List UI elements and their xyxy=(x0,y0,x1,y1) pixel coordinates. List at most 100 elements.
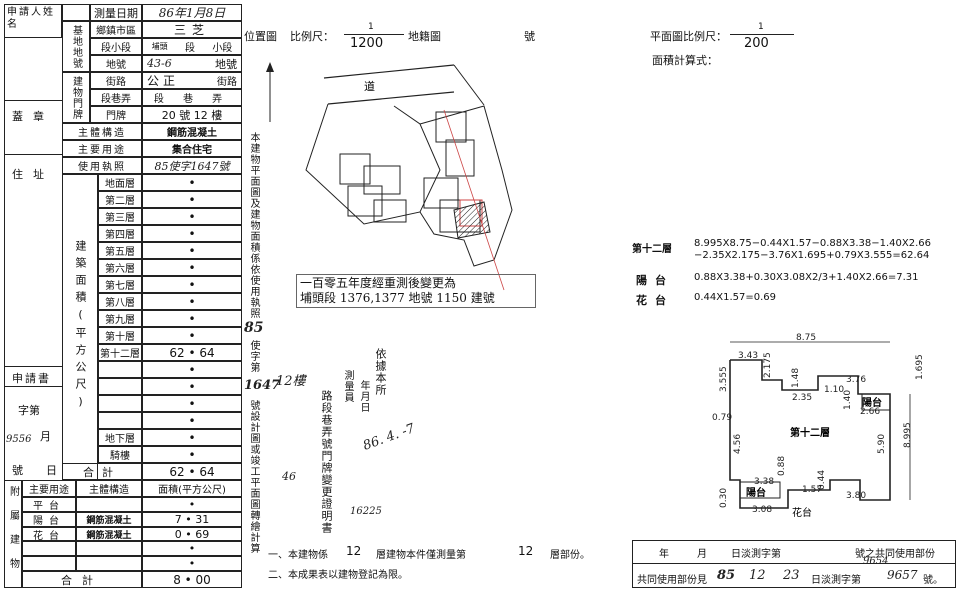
shared-end: 號。 xyxy=(923,575,943,586)
address-label: 住址 xyxy=(12,168,54,181)
dim-3555: 3.555 xyxy=(719,366,729,392)
remeasure-line2: 埔頭段 1376,1377 地號 1150 建號 xyxy=(300,291,495,305)
footer-note1-floor: 12 xyxy=(518,544,534,558)
street-suffix: 街路 xyxy=(217,77,237,88)
floor-row-name: 第五層 xyxy=(98,242,142,259)
annex-row-use: 平台 xyxy=(22,497,76,512)
main-use-value: 集合住宅 xyxy=(172,145,212,156)
lane-value-cell: 段 巷 弄 xyxy=(142,89,242,106)
vertical-note-license-mid: 使字第 xyxy=(248,340,259,373)
floor-row-value: • xyxy=(142,310,242,327)
street-label: 街路 xyxy=(106,77,126,88)
street-label-cell: 街路 xyxy=(90,72,142,89)
seal-label: 蓋章 xyxy=(12,110,54,123)
area-calc-label: 面積計算式： xyxy=(652,54,718,67)
survey-date-group xyxy=(62,4,90,21)
dim-140: 1.40 xyxy=(843,390,853,410)
dim-157: 1.57 xyxy=(802,485,822,495)
floors-total-label-cell: 合計 xyxy=(62,463,142,480)
annex-area-header-text: 面積(平方公尺) xyxy=(158,485,226,496)
floor-row-name: 第六層 xyxy=(98,259,142,276)
survey-date: 86年1月8日 xyxy=(158,6,226,20)
dim-2175: 2.175 xyxy=(763,352,773,378)
land-no-label: 地號 xyxy=(106,60,126,71)
lane-label-cell: 段巷弄 xyxy=(90,89,142,106)
main-structure-label: 主體構造 xyxy=(78,128,126,139)
location-scale-label: 比例尺： xyxy=(290,30,334,43)
doorplate-group-text: 建物門牌 xyxy=(70,75,82,120)
main-use-label: 主要用途 xyxy=(78,145,126,156)
divider-applicant-book xyxy=(4,366,62,367)
floor-row-name: 騎樓 xyxy=(98,446,142,463)
parcel-outline xyxy=(305,103,513,267)
vertical-note-license-no: 85 xyxy=(244,320,264,336)
floor-row-value: • xyxy=(142,276,242,293)
section-label: 段小段 xyxy=(101,43,131,54)
land-no-label-cell: 地號 xyxy=(90,55,142,72)
section-label-cell: 段小段 xyxy=(90,38,142,55)
left-form: 申請人姓名 測量日期 86年1月8日 基地地號 鄉鎮市區 三芝 段小段 埔頭 段… xyxy=(4,4,242,588)
footer-note1-pre: 一、本建物係 xyxy=(268,550,328,561)
floor-row-name: 第二層 xyxy=(98,191,142,208)
floor-rows: 地面層•第二層•第三層•第四層•第五層•第六層•第七層•第八層•第九層•第十層•… xyxy=(98,174,242,463)
annex-row-use: 花台 xyxy=(22,526,76,542)
dim-308: 3.08 xyxy=(752,505,772,515)
dim-376: 3.76 xyxy=(846,375,866,385)
survey-date-label-cell: 測量日期 xyxy=(90,4,142,21)
vertical-note-main: 本建物平面圖及建物面積係依使用執照 xyxy=(248,132,259,319)
street-value: 公正 xyxy=(147,74,180,88)
dim-079: 0.79 xyxy=(712,413,732,423)
footer-note1-mid: 層建物本件僅測量第 xyxy=(376,550,466,561)
dim-8995: 8.995 xyxy=(903,422,913,448)
annex-total-label: 合計 xyxy=(61,573,103,587)
dim-380: 3.80 xyxy=(846,491,866,501)
shared-survey-no-label: 日淡測字第 xyxy=(731,549,781,560)
divider-address xyxy=(4,154,62,155)
license-label: 使用執照 xyxy=(78,162,126,173)
door-no-value: 20 號 12 樓 xyxy=(161,108,223,122)
remeasure-stamp: 一百零五年度經重測後變更為 埔頭段 1376,1377 地號 1150 建號 xyxy=(296,274,536,308)
applicant-label-cell: 申請人姓名 xyxy=(4,4,62,38)
annex-row-area: 7 • 31 xyxy=(142,511,242,527)
floors-column-label: 建築面積(平方公尺) xyxy=(62,174,98,480)
dim-456: 4.56 xyxy=(733,434,743,454)
annex-row-structure: 鋼筋混凝土 xyxy=(76,511,142,527)
floor-row-name xyxy=(98,378,142,395)
annex-row-area: 0 • 69 xyxy=(142,526,242,542)
shared-month-label: 月 xyxy=(697,549,707,560)
floor-row-name xyxy=(98,412,142,429)
floor-row-name: 第七層 xyxy=(98,276,142,293)
license-label-cell: 使用執照 xyxy=(62,157,142,174)
footer-note1-floors: 12 xyxy=(346,544,362,558)
shared-part-label: 共同使用部份見 xyxy=(637,575,707,586)
section-small: 小段 xyxy=(212,43,233,54)
plan-room-label: 第十二層 xyxy=(790,426,830,439)
main-use-value-cell: 集合住宅 xyxy=(142,140,242,157)
annex-row-structure xyxy=(76,497,142,512)
dim-338: 3.38 xyxy=(754,477,774,487)
day-label: 日 xyxy=(46,464,57,477)
dim-235: 2.35 xyxy=(792,393,812,403)
annex-row-structure xyxy=(76,541,142,557)
township-label: 鄉鎮市區 xyxy=(96,26,136,37)
location-scale-num: 1 xyxy=(368,22,374,32)
main-use-label-cell: 主要用途 xyxy=(62,140,142,157)
shared-month: 12 xyxy=(749,568,766,583)
location-map-svg: 道 xyxy=(266,62,513,291)
annex-use-header-text: 主要用途 xyxy=(29,485,69,496)
floor-row-value: • xyxy=(142,395,242,412)
floor-row-name: 第九層 xyxy=(98,310,142,327)
floor-row-value: • xyxy=(142,293,242,310)
annex-row-use xyxy=(22,556,76,571)
location-scale-den: 1200 xyxy=(350,36,384,51)
handwritten-code: 16225 xyxy=(350,506,382,517)
floor-plan-scale-label: 平面圖比例尺： xyxy=(650,30,727,43)
floor-row-name xyxy=(98,361,142,378)
floor-row-value: • xyxy=(142,259,242,276)
calc-flower-label: 花台 xyxy=(636,294,674,307)
shared-use-divider xyxy=(633,563,955,564)
floors-column-text: 建築面積(平方公尺) xyxy=(74,240,87,414)
applicant-label: 申請人姓名 xyxy=(7,7,55,30)
floor-plan-balcony xyxy=(739,393,891,499)
